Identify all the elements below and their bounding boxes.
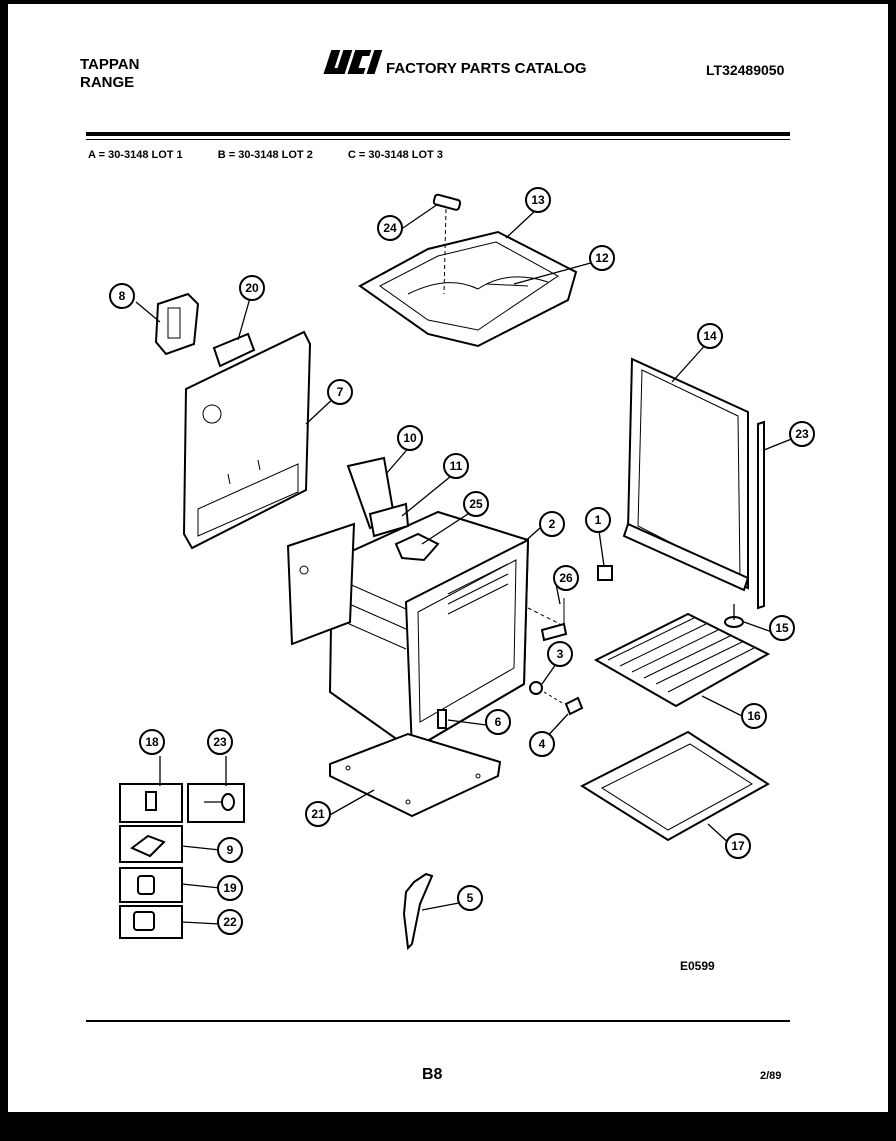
svg-text:25: 25 <box>469 497 483 511</box>
callout-22: 22 <box>217 909 243 935</box>
svg-text:23: 23 <box>213 735 227 749</box>
lot-a: A = 30-3148 LOT 1 <box>88 149 183 161</box>
callout-3: 3 <box>547 641 573 667</box>
catalog-number: LT32489050 <box>706 62 785 78</box>
hardware-box-19 <box>119 867 183 903</box>
callout-18: 18 <box>139 729 165 755</box>
header-rule-thin <box>86 139 790 140</box>
wci-logo <box>323 50 383 74</box>
callout-2: 2 <box>539 511 565 537</box>
callout-15: 15 <box>769 615 795 641</box>
svg-text:20: 20 <box>245 281 259 295</box>
exploded-parts-diagram: 1 2 3 4 5 6 7 8 9 10 11 12 13 14 15 16 1… <box>109 187 815 951</box>
svg-text:1: 1 <box>595 513 602 527</box>
svg-text:16: 16 <box>747 709 761 723</box>
part-8-bracket <box>154 292 200 356</box>
part-4-pin <box>564 696 584 716</box>
lot-b: B = 30-3148 LOT 2 <box>217 149 313 161</box>
part-5-tongs <box>402 872 434 951</box>
svg-text:13: 13 <box>531 193 545 207</box>
callout-6: 6 <box>485 709 511 735</box>
part-15-leveler <box>724 604 744 628</box>
hardware-box-22 <box>119 905 183 939</box>
svg-text:23: 23 <box>795 427 809 441</box>
svg-text:24: 24 <box>383 221 397 235</box>
svg-text:11: 11 <box>450 459 463 473</box>
callout-13: 13 <box>525 187 551 213</box>
svg-text:2: 2 <box>549 517 556 531</box>
lot-legend: A = 30-3148 LOT 1 B = 30-3148 LOT 2 C = … <box>88 149 475 161</box>
hardware-box-9 <box>119 825 183 863</box>
part-24-clip <box>432 193 462 295</box>
part-side-panel <box>286 522 356 646</box>
part-cooktop-panel <box>358 230 578 348</box>
svg-text:3: 3 <box>557 647 564 661</box>
svg-text:26: 26 <box>559 571 573 585</box>
svg-text:12: 12 <box>595 251 609 265</box>
svg-text:18: 18 <box>145 735 159 749</box>
part-14-panel <box>622 357 750 592</box>
callout-23-right: 23 <box>789 421 815 447</box>
part-20-block <box>212 332 256 368</box>
callout-23-box: 23 <box>207 729 233 755</box>
svg-text:5: 5 <box>467 891 474 905</box>
footer-rule <box>86 1020 790 1022</box>
header-rule <box>86 132 790 136</box>
lot-c: C = 30-3148 LOT 3 <box>347 149 443 161</box>
hardware-box-18 <box>119 783 183 823</box>
page-date: 2/89 <box>760 1070 782 1082</box>
part-10-duct <box>346 456 410 538</box>
svg-text:15: 15 <box>775 621 789 635</box>
part-3-nut <box>529 681 565 705</box>
callout-7: 7 <box>327 379 353 405</box>
svg-text:10: 10 <box>403 431 417 445</box>
part-7-back-panel <box>182 330 312 550</box>
callout-21: 21 <box>305 801 331 827</box>
hardware-box-23 <box>187 783 245 823</box>
svg-text:21: 21 <box>311 807 325 821</box>
callout-14: 14 <box>697 323 723 349</box>
callout-1: 1 <box>585 507 611 533</box>
catalog-title: FACTORY PARTS CATALOG <box>386 60 587 77</box>
brand-block: TAPPAN RANGE <box>80 56 139 92</box>
callout-12: 12 <box>589 245 615 271</box>
svg-text:7: 7 <box>337 385 344 399</box>
svg-text:22: 22 <box>223 915 237 929</box>
part-6-clip <box>437 709 447 729</box>
callout-20: 20 <box>239 275 265 301</box>
callout-10: 10 <box>397 425 423 451</box>
svg-text:6: 6 <box>495 715 502 729</box>
part-23-strip <box>757 420 765 610</box>
callout-24: 24 <box>377 215 403 241</box>
part-26-bracket <box>527 598 568 642</box>
svg-text:4: 4 <box>539 737 546 751</box>
callout-5: 5 <box>457 885 483 911</box>
part-16-oven-rack <box>593 612 771 708</box>
part-1-switch <box>597 565 613 581</box>
brand-name: TAPPAN <box>80 56 140 73</box>
svg-text:9: 9 <box>227 843 234 857</box>
part-2-oven-body <box>328 510 530 752</box>
callout-25: 25 <box>463 491 489 517</box>
drawing-code: E0599 <box>680 959 715 973</box>
part-17-broiler-pan <box>579 730 770 842</box>
callout-9: 9 <box>217 837 243 863</box>
callout-8: 8 <box>109 283 135 309</box>
callout-4: 4 <box>529 731 555 757</box>
part-21-bottom-panel <box>329 732 502 818</box>
callout-11: 11 <box>443 453 469 479</box>
callout-26: 26 <box>553 565 579 591</box>
page-number: B8 <box>422 1066 443 1083</box>
parts-catalog-page: TAPPAN RANGE FACTORY PARTS CATALOG LT324… <box>8 4 888 1112</box>
callout-16: 16 <box>741 703 767 729</box>
svg-text:19: 19 <box>223 881 237 895</box>
callout-17: 17 <box>725 833 751 859</box>
svg-text:8: 8 <box>119 289 126 303</box>
product-type: RANGE <box>80 74 135 91</box>
svg-text:14: 14 <box>703 329 717 343</box>
callout-19: 19 <box>217 875 243 901</box>
svg-text:17: 17 <box>731 839 745 853</box>
